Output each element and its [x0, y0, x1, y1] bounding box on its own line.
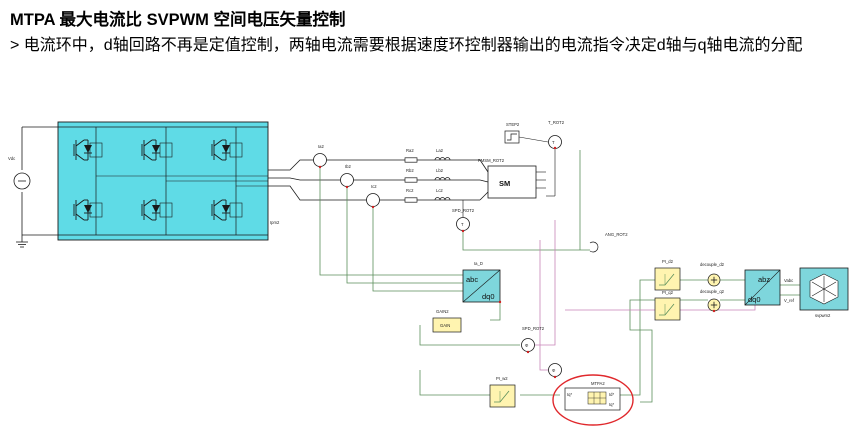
svg-text:PI_d2: PI_d2 — [662, 259, 674, 264]
vdc-label: Vdc — [8, 156, 15, 161]
slide-title: MTPA 最大电流比 SVPWM 空间电压矢量控制 — [10, 11, 346, 29]
svg-text:Iq*: Iq* — [609, 402, 614, 407]
svg-text:GAIN: GAIN — [440, 323, 450, 328]
svg-text:Ia_D: Ia_D — [474, 261, 483, 266]
inverse-park-transform: abz dq0 Vabc V_ref — [744, 269, 795, 306]
angle-wires — [528, 220, 756, 371]
sum-junction-d: decouple_d2 — [700, 262, 725, 287]
svg-text:SPD_ROT2: SPD_ROT2 — [522, 326, 545, 331]
svg-text:Id*: Id* — [609, 392, 614, 397]
inverter-block: Ipm2 — [57, 121, 280, 241]
svg-text:SM: SM — [499, 179, 510, 188]
mtpa-highlight — [552, 374, 634, 426]
svg-text:MTPA2: MTPA2 — [591, 381, 605, 386]
resistor-b: Rb2 — [404, 168, 418, 183]
svg-text:T_ROT2: T_ROT2 — [548, 120, 565, 125]
svg-text:svpwm2: svpwm2 — [815, 313, 831, 318]
pi-q-controller: PI_q2 — [654, 290, 681, 321]
step-source: STEP2 — [504, 122, 549, 144]
svg-text:GAIN2: GAIN2 — [436, 309, 449, 314]
current-sensor-a: Ia2 — [313, 144, 327, 167]
svg-text:Lc2: Lc2 — [436, 188, 443, 193]
pmsm-machine: SM PMSM_ROT2 — [478, 158, 546, 199]
svg-text:Ia2: Ia2 — [318, 144, 324, 149]
svg-text:abc: abc — [466, 275, 478, 284]
inductor-b: Lb2 — [434, 168, 451, 181]
svg-text:Φ: Φ — [552, 368, 556, 373]
svg-text:STEP2: STEP2 — [506, 122, 520, 127]
svg-text:V_ref: V_ref — [784, 298, 795, 303]
inductor-c: Lc2 — [434, 188, 451, 201]
abc-dq0-transform: abc dq0 Ia_D — [462, 261, 501, 303]
angle-output: ANG_ROT2 — [589, 232, 628, 253]
svg-text:La2: La2 — [436, 148, 444, 153]
svg-text:PI_w2: PI_w2 — [496, 376, 508, 381]
slide-subtitle: > 电流环中，d轴回路不再是定值控制，两轴电流需要根据速度环控制器输出的电流指令… — [10, 37, 803, 54]
svg-text:Ib2: Ib2 — [345, 164, 351, 169]
svg-text:Rb2: Rb2 — [406, 168, 414, 173]
svg-text:PI_q2: PI_q2 — [662, 290, 674, 295]
junction-dots — [318, 146, 716, 379]
svg-text:Lb2: Lb2 — [436, 168, 444, 173]
mtpa-lookup-table: MTPA2 Iq* Id* Iq* — [564, 381, 621, 411]
svg-text:ANG_ROT2: ANG_ROT2 — [605, 232, 628, 237]
resistor-a: Ra2 — [404, 148, 418, 163]
pi-d-controller: PI_d2 — [654, 259, 681, 291]
svg-text:Iq*: Iq* — [567, 392, 572, 397]
sum-junction-q: decouple_q2 — [700, 289, 725, 312]
svg-text:dq0: dq0 — [748, 295, 761, 304]
svg-text:Rc2: Rc2 — [406, 188, 414, 193]
svg-text:abz: abz — [758, 275, 770, 284]
inverter-label: Ipm2 — [270, 220, 280, 225]
speed-sensor-2: Φ — [548, 363, 562, 377]
resistor-c: Rc2 — [404, 188, 418, 203]
dc-source: Vdc — [8, 126, 58, 248]
svg-text:decouple_q2: decouple_q2 — [700, 289, 725, 294]
svg-text:dq0: dq0 — [482, 292, 495, 301]
svg-text:PMSM_ROT2: PMSM_ROT2 — [478, 158, 505, 163]
svg-text:T: T — [552, 140, 555, 145]
omega-meter: Φ SPD_ROT2 — [521, 326, 545, 352]
svg-text:decouple_d2: decouple_d2 — [700, 262, 725, 267]
svg-text:Φ: Φ — [525, 343, 529, 348]
svg-text:T: T — [461, 222, 464, 227]
current-sensor-c: Ic2 — [366, 184, 380, 207]
svg-text:SPD_ROT2: SPD_ROT2 — [452, 208, 475, 213]
gain-block: GAIN GAIN2 — [432, 309, 462, 333]
inductor-a: La2 — [434, 148, 451, 161]
feedback-wires — [319, 150, 800, 403]
pi-speed-controller: PI_w2 — [489, 376, 516, 408]
speed-meter: T SPD_ROT2 — [452, 200, 475, 231]
svg-text:Vabc: Vabc — [784, 278, 793, 283]
svg-text:Ic2: Ic2 — [371, 184, 377, 189]
torque-meter: T T_ROT2 — [546, 120, 565, 197]
svg-text:Ra2: Ra2 — [406, 148, 414, 153]
current-sensor-b: Ib2 — [340, 164, 354, 187]
phase-lines — [268, 159, 489, 201]
svpwm-block: svpwm2 — [799, 267, 849, 318]
